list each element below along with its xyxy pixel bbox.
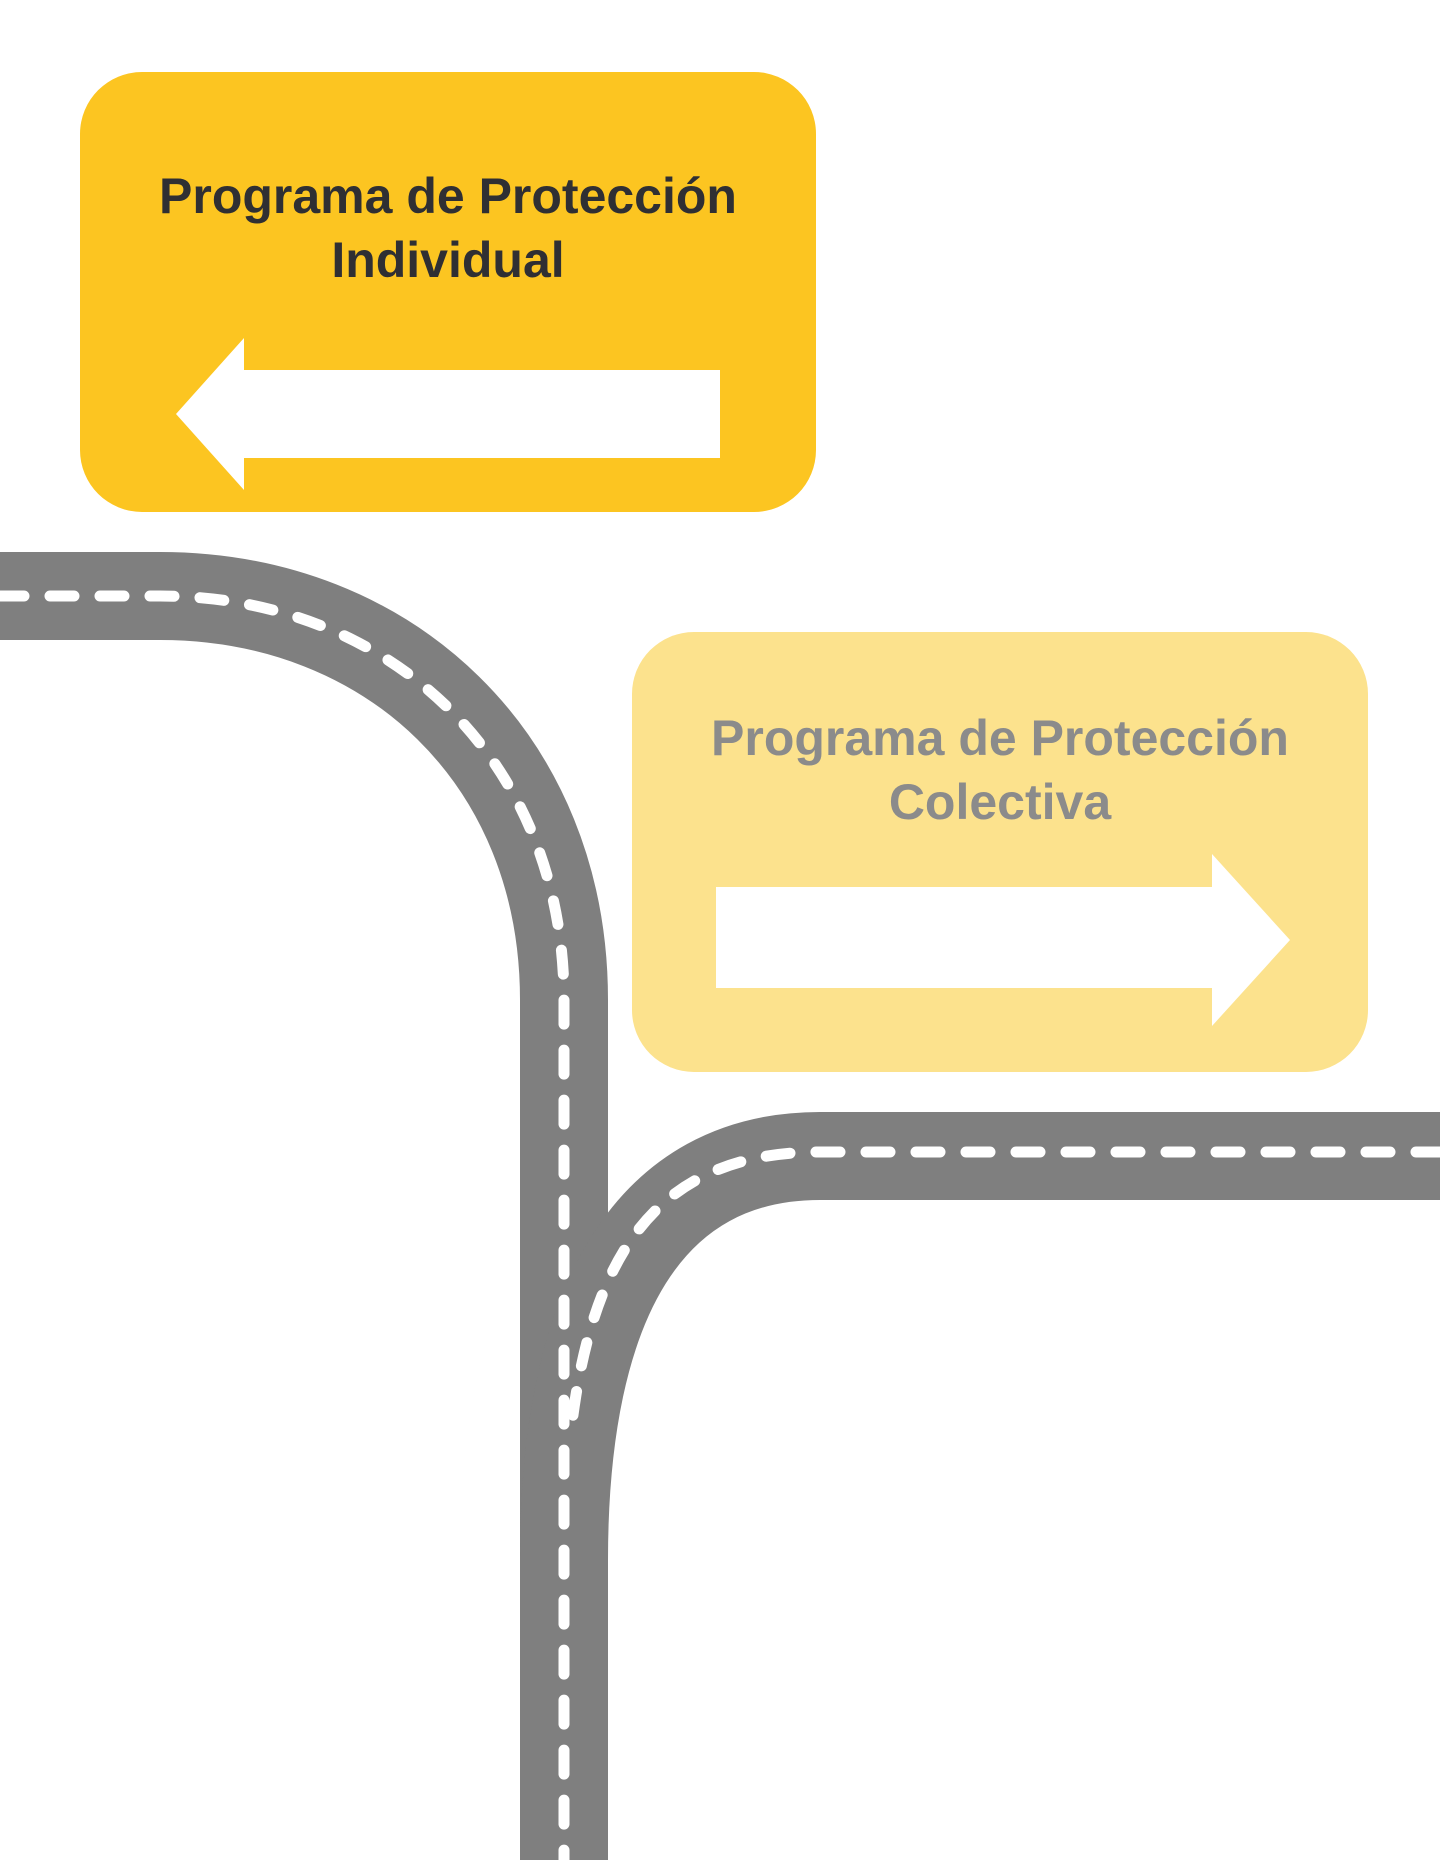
road-left-branch — [0, 552, 608, 1860]
sign-colectiva-title: Programa de Protección Colectiva — [632, 706, 1368, 834]
sign-individual-program: Programa de Protección Individual — [80, 72, 816, 512]
sign-colectiva-program: Programa de Protección Colectiva — [632, 632, 1368, 1072]
arrow-right-icon — [716, 854, 1290, 1026]
sign-individual-title-line1: Programa de Protección — [159, 168, 737, 224]
sign-individual-title-line2: Individual — [331, 232, 565, 288]
lane-marking-right-branch — [564, 1146, 1440, 1446]
road-markings — [0, 590, 1440, 1860]
sign-colectiva-title-line1: Programa de Protección — [711, 710, 1289, 766]
sign-individual-title: Programa de Protección Individual — [80, 164, 816, 292]
arrow-left-icon — [176, 338, 720, 490]
sign-colectiva-title-line2: Colectiva — [888, 774, 1112, 830]
lane-marking-left-branch — [0, 590, 570, 1860]
road-right-branch — [520, 1112, 1440, 1561]
